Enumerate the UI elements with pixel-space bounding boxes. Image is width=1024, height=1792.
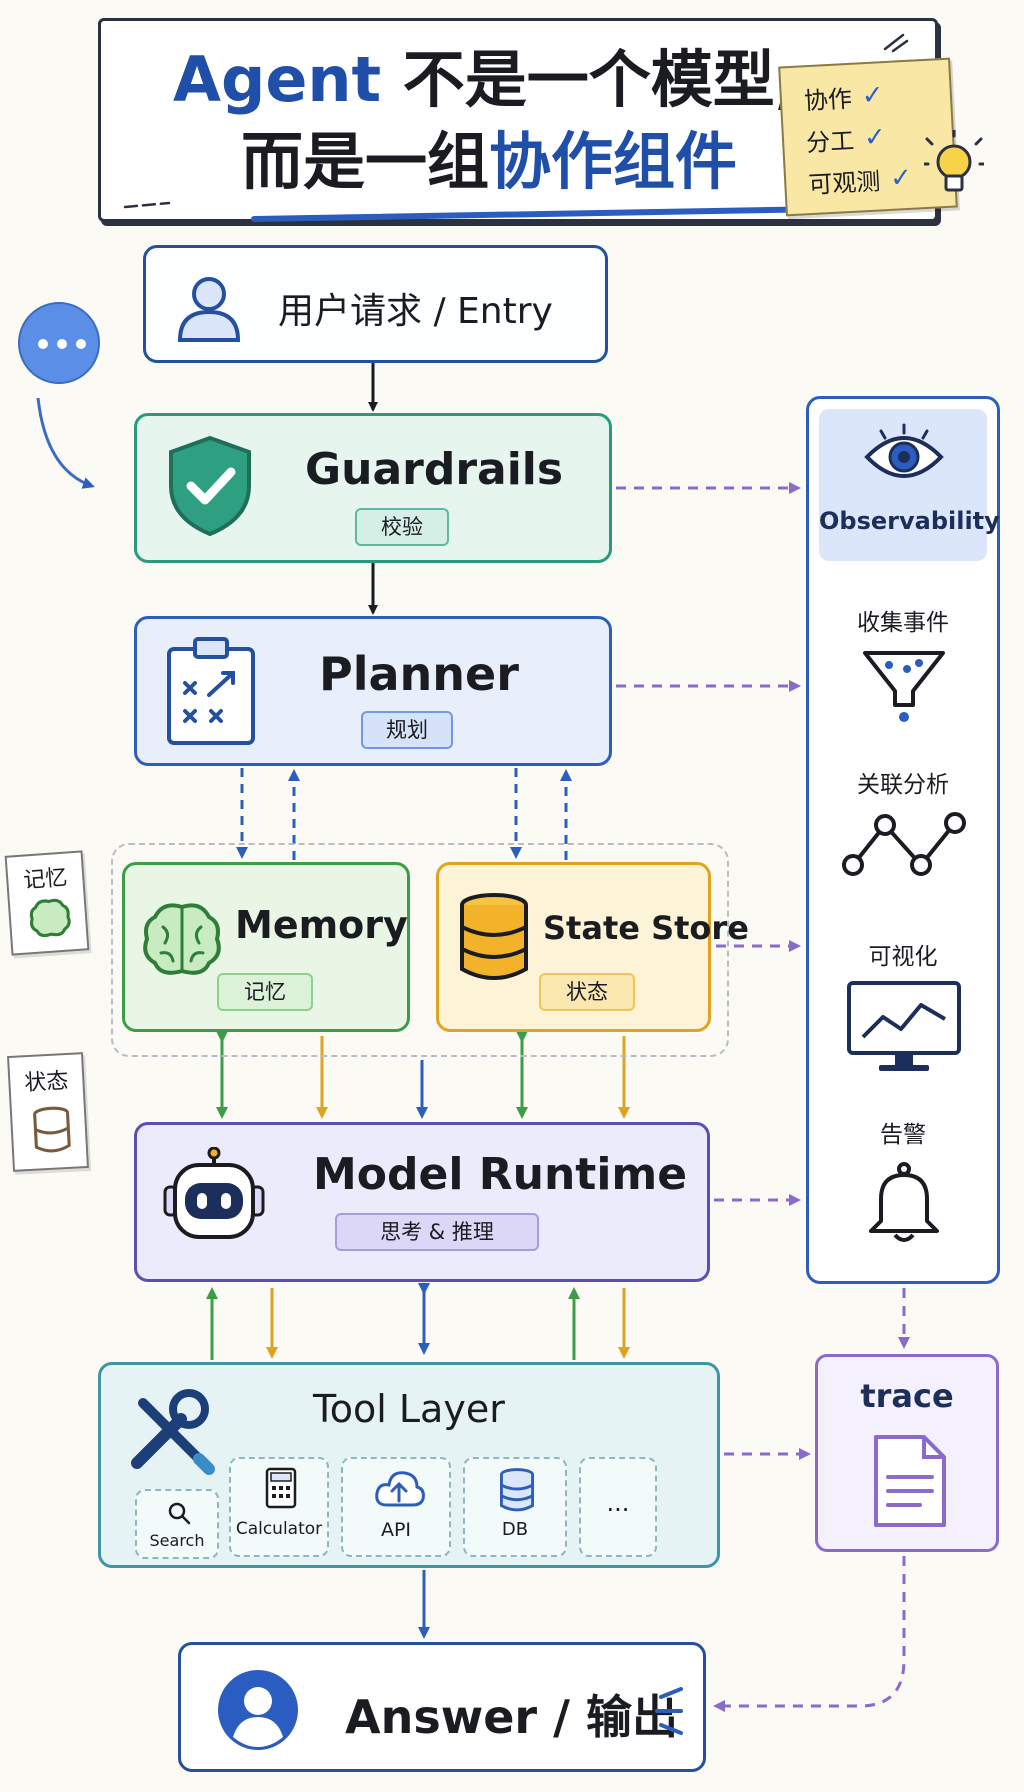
guardrails-tag: 校验: [355, 508, 449, 546]
trace-label: trace: [860, 1377, 954, 1415]
brain-icon: [29, 898, 71, 938]
guardrails-label: Guardrails: [305, 444, 564, 495]
title-line-1: Agent 不是一个模型,: [173, 43, 798, 117]
title-agent-word: Agent: [173, 43, 382, 116]
tool-chip-label: ...: [606, 1489, 630, 1517]
document-icon: [874, 1435, 946, 1527]
side-note-label: 状态: [23, 1068, 70, 1097]
title-line1-rest: 不是一个模型,: [381, 43, 799, 116]
answer-node: Answer / 输出: [178, 1642, 706, 1772]
entry-node: 用户请求 / Entry: [143, 245, 608, 363]
bubble-curve-arrow: [36, 397, 95, 489]
title-line-2: 而是一组协作组件: [241, 125, 737, 199]
side-note-label: 记忆: [22, 865, 69, 894]
funnel-icon: [863, 651, 945, 722]
calculator-icon: [265, 1467, 297, 1509]
sticky-item-label: 可观测: [807, 167, 882, 200]
tool-layer-node: Tool Layer Search Calculator API DB ..: [98, 1362, 720, 1568]
tool-layer-label: Tool Layer: [313, 1387, 505, 1431]
side-note-memory: 记忆: [4, 850, 90, 956]
title-line2-prefix: 而是一组: [241, 125, 490, 198]
planner-node: Planner 规划: [134, 616, 612, 766]
brain-icon: [143, 903, 221, 975]
planner-tag: 规划: [361, 711, 453, 749]
trace-node: trace: [815, 1354, 999, 1552]
database-icon: [499, 1468, 535, 1512]
chat-bubble: [18, 302, 100, 384]
observability-step-label: 收集事件: [857, 610, 949, 636]
arrow-trace-to-answer: [713, 1556, 906, 1712]
database-icon: [33, 1106, 71, 1153]
sticky-item-label: 协作: [803, 84, 853, 116]
model-runtime-label: Model Runtime: [313, 1149, 688, 1200]
shield-check-icon: [169, 435, 251, 537]
check-icon: ✓: [863, 121, 887, 153]
tool-chip-label: API: [380, 1519, 412, 1541]
title-underline: [250, 205, 832, 223]
observability-header: Observability: [819, 409, 1000, 561]
memory-node: Memory 记忆: [122, 862, 410, 1032]
database-icon: [460, 893, 528, 980]
planner-label: Planner: [319, 647, 519, 701]
eye-icon: [864, 423, 944, 478]
observability-step-label: 可视化: [868, 944, 938, 970]
tool-chip-search[interactable]: Search: [135, 1489, 219, 1559]
tool-chip-api[interactable]: API: [341, 1457, 451, 1557]
tool-chip-label: Calculator: [235, 1519, 323, 1539]
title-banner: Agent 不是一个模型, 而是一组协作组件: [98, 18, 938, 223]
clipboard-plan-icon: [167, 637, 255, 745]
tool-chip-label: Search: [149, 1531, 205, 1550]
tool-chip-db[interactable]: DB: [463, 1457, 567, 1557]
memory-label: Memory: [235, 903, 408, 947]
model-runtime-tag: 思考 & 推理: [335, 1213, 539, 1251]
robot-icon: [163, 1147, 265, 1239]
state-store-label: State Store: [543, 909, 749, 947]
check-icon: ✓: [861, 79, 885, 111]
state-store-node: State Store 状态: [436, 862, 749, 1032]
tools-icon: [131, 1389, 215, 1475]
user-avatar-icon: [218, 1670, 298, 1750]
memory-state-group: [111, 843, 729, 1057]
sticky-item: 可观测✓: [807, 160, 913, 200]
ellipsis-icon: [38, 339, 86, 351]
sticky-item: 协作✓: [803, 77, 885, 116]
memory-tag: 记忆: [217, 973, 313, 1011]
title-highlight: 协作组件: [489, 125, 738, 198]
check-icon: ✓: [889, 162, 913, 194]
user-icon: [177, 277, 241, 342]
guardrails-node: Guardrails 校验: [134, 413, 612, 563]
sticky-item: 分工✓: [805, 119, 887, 158]
speech-lines-icon: [655, 1687, 683, 1735]
lightbulb-icon: [924, 130, 984, 192]
observability-label: Observability: [819, 507, 1000, 535]
sticky-item-label: 分工: [805, 126, 855, 158]
model-runtime-node: Model Runtime 思考 & 推理: [134, 1122, 710, 1282]
search-icon: [168, 1502, 191, 1525]
observability-step-label: 告警: [880, 1122, 926, 1148]
bell-icon: [869, 1162, 939, 1242]
tool-chip-calculator[interactable]: Calculator: [229, 1457, 329, 1557]
side-note-state: 状态: [7, 1052, 89, 1172]
corner-doodle-left: [123, 201, 171, 209]
cloud-upload-icon: [375, 1471, 425, 1507]
entry-label: 用户请求 / Entry: [278, 291, 553, 332]
state-store-tag: 状态: [539, 973, 635, 1011]
observability-panel: Observability 收集事件 关联分析 可视化 告警: [806, 396, 1000, 1284]
corner-doodle: [883, 33, 909, 53]
tool-chip-label: DB: [501, 1519, 529, 1540]
tool-chip-more[interactable]: ...: [579, 1457, 657, 1557]
node-graph-icon: [842, 812, 966, 876]
monitor-chart-icon: [847, 981, 961, 1071]
observability-step-label: 关联分析: [857, 772, 949, 798]
answer-label: Answer / 输出: [345, 1690, 678, 1744]
